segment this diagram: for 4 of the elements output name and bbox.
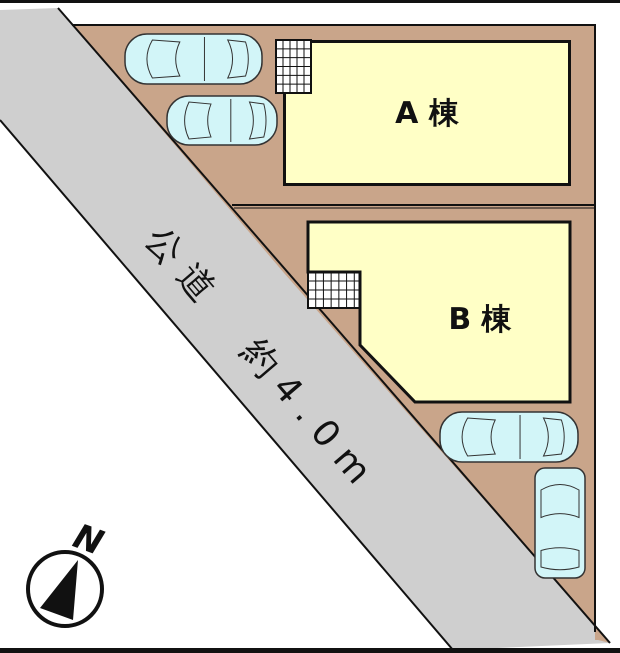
building-label: B 棟	[448, 300, 512, 338]
north-label: N	[68, 516, 108, 564]
building-label: A 棟	[395, 94, 459, 132]
building-block	[283, 40, 571, 186]
